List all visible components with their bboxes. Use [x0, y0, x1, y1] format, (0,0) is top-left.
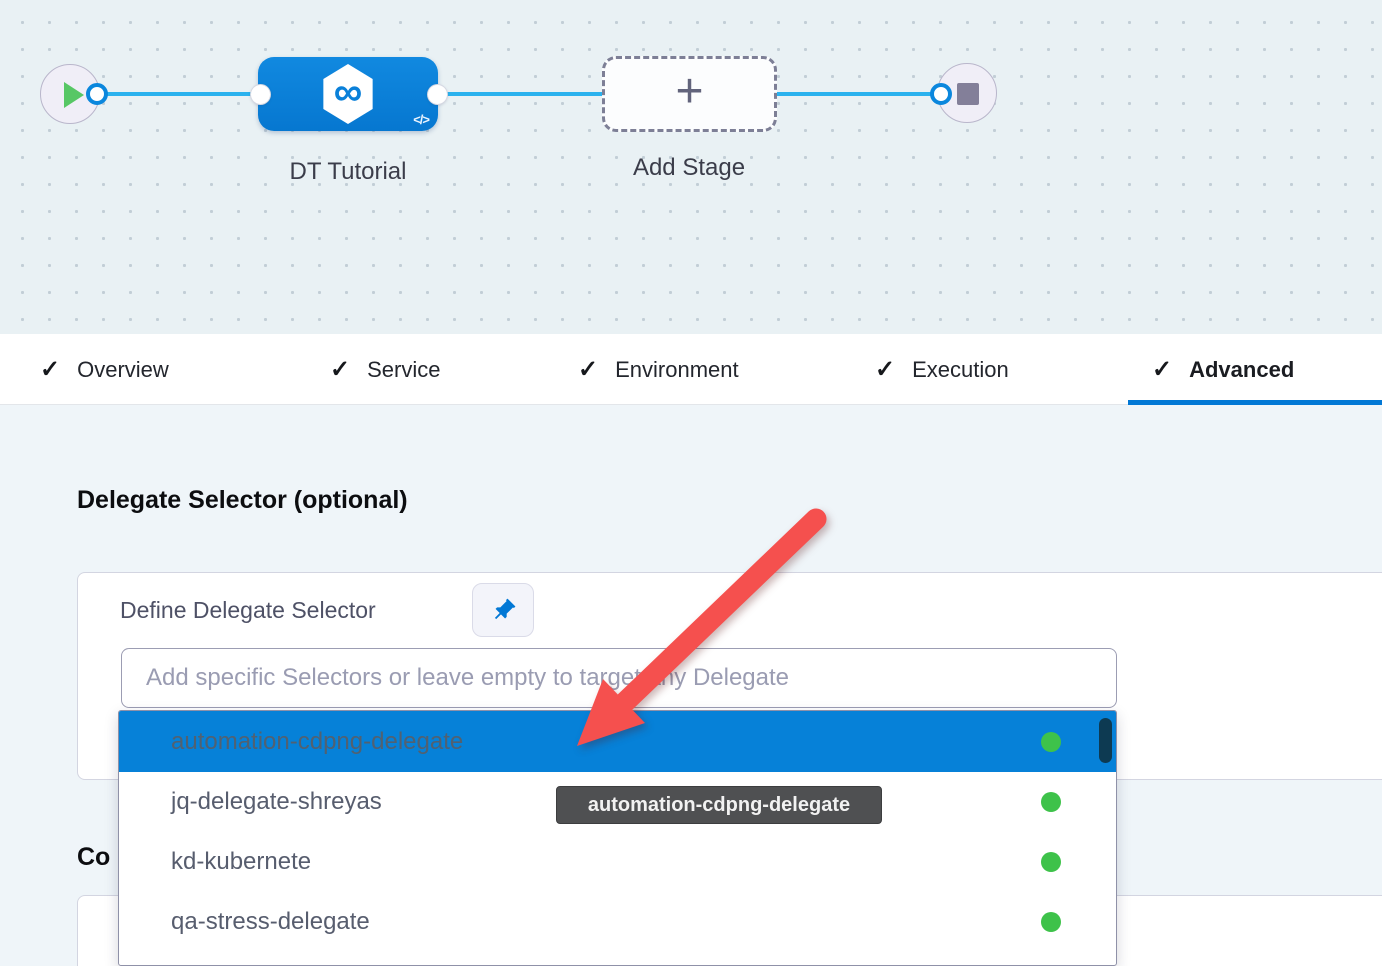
stage-out-port-icon [428, 85, 447, 104]
option-kd-kubernete[interactable]: kd-kubernete [119, 832, 1116, 892]
tab-label: Service [367, 356, 441, 382]
add-stage-button[interactable]: + [602, 56, 777, 132]
tab-advanced[interactable]: ✓ Advanced [1152, 334, 1294, 405]
delegate-connected-status-icon [1041, 912, 1061, 932]
option-tooltip: automation-cdpng-delegate [556, 786, 882, 824]
pushpin-icon [494, 598, 515, 619]
option-automation-cdpng-delegate[interactable]: automation-cdpng-delegate [119, 711, 1116, 772]
add-stage-label: Add Stage [632, 154, 746, 181]
dropdown-scrollbar-thumb[interactable] [1099, 718, 1112, 763]
tab-overview[interactable]: ✓ Overview [40, 334, 169, 405]
stop-icon [957, 83, 979, 105]
pipeline-edge [97, 92, 261, 96]
option-label: qa-stress-delegate [171, 908, 370, 935]
delegate-connected-status-icon [1041, 731, 1061, 752]
code-icon: </> [413, 112, 430, 127]
check-icon: ✓ [330, 356, 351, 383]
option-label: automation-cdpng-delegate [171, 727, 464, 755]
tab-execution[interactable]: ✓ Execution [875, 334, 1009, 405]
tab-label: Environment [615, 356, 739, 382]
check-icon: ✓ [875, 356, 896, 383]
delegate-selector-heading: Delegate Selector (optional) [77, 486, 408, 514]
active-tab-underline [1128, 400, 1382, 405]
plus-icon: + [675, 64, 704, 118]
tab-label: Execution [912, 356, 1009, 382]
stage-tabbar: ✓ Overview ✓ Service ✓ Environment ✓ Exe… [0, 334, 1382, 405]
stage-node-dt-tutorial[interactable]: ∞ </> [258, 57, 438, 131]
connector-port-icon [86, 83, 108, 105]
option-label: jq-delegate-shreyas [171, 788, 382, 815]
pipeline-edge [777, 92, 940, 96]
check-icon: ✓ [40, 356, 61, 383]
option-jq-delegate-shreyas[interactable]: jq-delegate-shreyas [119, 772, 1116, 832]
pipeline-canvas[interactable]: ∞ </> DT Tutorial + Add Stage [0, 0, 1382, 334]
tab-label: Overview [77, 356, 169, 382]
define-delegate-selector-label: Define Delegate Selector [120, 597, 376, 623]
tab-environment[interactable]: ✓ Environment [578, 334, 739, 405]
check-icon: ✓ [1152, 356, 1173, 383]
tab-service[interactable]: ✓ Service [330, 334, 440, 405]
tab-label: Advanced [1189, 356, 1295, 382]
delegate-options-dropdown: automation-cdpng-delegate jq-delegate-sh… [118, 710, 1117, 966]
connector-port-icon [930, 83, 952, 105]
delegate-connected-status-icon [1041, 792, 1061, 812]
delegate-connected-status-icon [1041, 852, 1061, 872]
harness-cd-icon: ∞ [323, 64, 373, 124]
next-section-heading-truncated: Co [77, 843, 111, 871]
option-qa-stress-delegate[interactable]: qa-stress-delegate [119, 892, 1116, 952]
pin-input-type-button[interactable] [472, 583, 534, 637]
option-label: kd-kubernete [171, 848, 312, 875]
stage-label: DT Tutorial [289, 158, 407, 185]
play-icon [64, 82, 84, 108]
pipeline-edge [438, 92, 605, 96]
stage-in-port-icon [251, 85, 270, 104]
delegate-selector-input[interactable] [121, 648, 1117, 708]
check-icon: ✓ [578, 356, 599, 383]
